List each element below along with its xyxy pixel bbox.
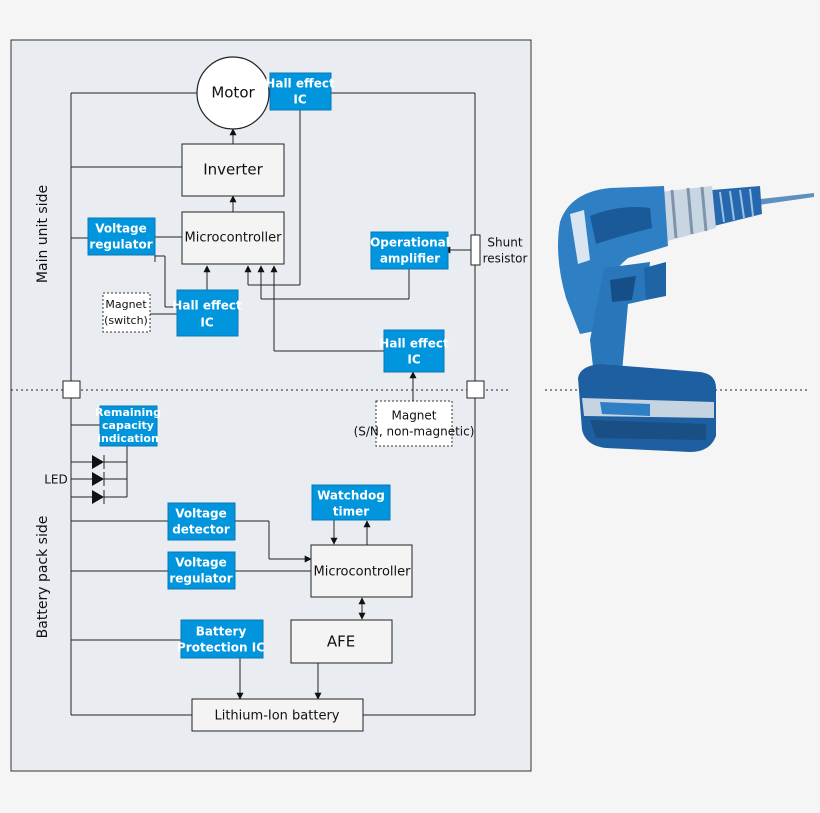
svg-text:IC: IC [407,353,420,367]
svg-text:Magnet: Magnet [391,409,436,423]
svg-text:indication: indication [97,432,159,445]
led-diodes [92,455,105,504]
svg-text:Hall effect: Hall effect [265,77,335,91]
lithium-ion-battery: Lithium-Ion battery [191,698,364,732]
hall-effect-ic-mid: Hall effect IC [172,289,242,337]
svg-text:Microcontroller: Microcontroller [184,231,282,246]
microcontroller-main: Microcontroller [181,211,285,265]
battery-protection-ic: Battery Protection IC [177,619,265,659]
voltage-regulator-main: Voltage regulator [87,217,156,256]
shunt-resistor-symbol [470,234,481,266]
svg-text:Operational: Operational [370,236,450,250]
svg-text:capacity: capacity [102,419,154,432]
microcontroller-battery: Microcontroller [310,544,413,598]
voltage-detector: Voltage detector [167,502,236,541]
svg-text:AFE: AFE [327,633,355,651]
svg-text:IC: IC [200,316,213,330]
svg-text:Magnet: Magnet [105,298,147,311]
diode-icon [92,490,104,504]
watchdog-timer: Watchdog timer [311,484,391,521]
svg-text:timer: timer [333,505,369,519]
main-unit-wires [71,110,471,401]
svg-text:Voltage: Voltage [95,222,147,236]
afe: AFE [290,619,393,664]
operational-amplifier: Operational amplifier [370,231,450,270]
connector-right [466,380,485,399]
svg-text:Motor: Motor [211,84,255,102]
motor: Motor [196,56,270,130]
hall-effect-ic-top: Hall effect IC [265,72,335,111]
hall-effect-ic-right: Hall effect IC [379,329,449,373]
svg-text:IC: IC [293,93,306,107]
connector-left [62,380,81,399]
svg-text:Shunt: Shunt [487,236,522,250]
shunt-resistor-label: Shunt resistor [483,236,528,266]
svg-text:(switch): (switch) [104,314,148,327]
main-unit-side-label: Main unit side [35,185,51,283]
svg-text:Watchdog: Watchdog [317,489,385,503]
diode-icon [92,455,104,469]
remaining-capacity-indication: Remaining capacity indication [95,405,161,447]
svg-text:Inverter: Inverter [203,161,263,179]
svg-text:Battery: Battery [196,625,247,639]
svg-text:Hall effect: Hall effect [379,337,449,351]
battery-side-wires [71,424,371,700]
svg-text:Microcontroller: Microcontroller [313,565,411,580]
magnet-sn: Magnet (S/N, non-magnetic) [354,400,475,447]
svg-text:Hall effect: Hall effect [172,299,242,313]
magnet-switch: Magnet (switch) [102,292,151,333]
svg-text:amplifier: amplifier [380,252,440,266]
svg-text:regulator: regulator [89,238,152,252]
svg-text:Remaining: Remaining [95,406,161,419]
battery-pack-side-label: Battery pack side [35,516,51,639]
svg-text:Voltage: Voltage [175,556,227,570]
inverter: Inverter [181,143,285,197]
voltage-regulator-battery: Voltage regulator [167,551,236,590]
power-rails [70,92,476,716]
svg-text:Protection IC: Protection IC [177,641,265,655]
svg-text:detector: detector [172,523,230,537]
drill-illustration-icon [558,186,814,452]
svg-text:Voltage: Voltage [175,507,227,521]
svg-text:(S/N, non-magnetic): (S/N, non-magnetic) [354,425,475,439]
svg-text:resistor: resistor [483,252,528,266]
svg-text:Lithium-Ion battery: Lithium-Ion battery [214,709,339,724]
diode-icon [92,472,104,486]
led-label: LED [44,473,68,487]
svg-text:regulator: regulator [169,572,232,586]
